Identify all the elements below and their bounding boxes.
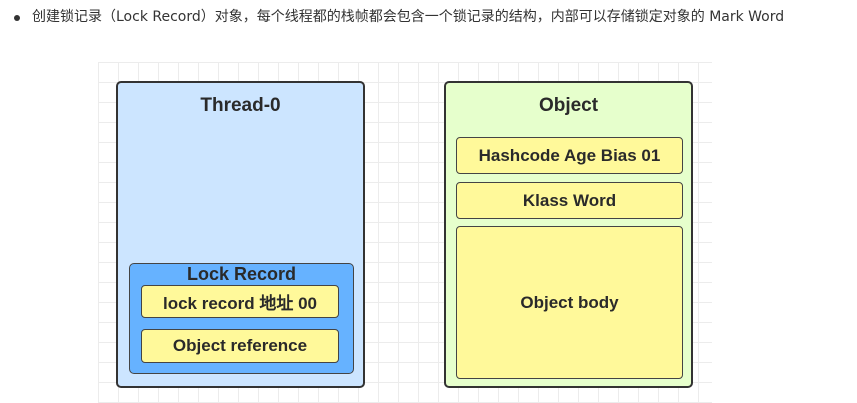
description-text: 创建锁记录（Lock Record）对象，每个线程都的栈帧都会包含一个锁记录的结… (32, 9, 785, 25)
lock-record-address-field: lock record 地址 00 (141, 285, 339, 318)
klass-word-field: Klass Word (456, 182, 683, 219)
diagram-canvas: Thread-0 Lock Record lock record 地址 00 O… (98, 62, 712, 403)
object-body-field: Object body (456, 226, 683, 379)
mark-word-field: Hashcode Age Bias 01 (456, 137, 683, 174)
object-title: Object (538, 95, 599, 116)
bullet-dot (14, 15, 20, 21)
object-box: Object Hashcode Age Bias 01 Klass Word O… (444, 81, 693, 388)
thread-box: Thread-0 Lock Record lock record 地址 00 O… (116, 81, 365, 388)
object-reference-field: Object reference (141, 329, 339, 363)
lock-record-title: Lock Record (186, 264, 297, 284)
lock-record-box: Lock Record lock record 地址 00 Object ref… (129, 263, 354, 374)
thread-title: Thread-0 (200, 95, 281, 116)
